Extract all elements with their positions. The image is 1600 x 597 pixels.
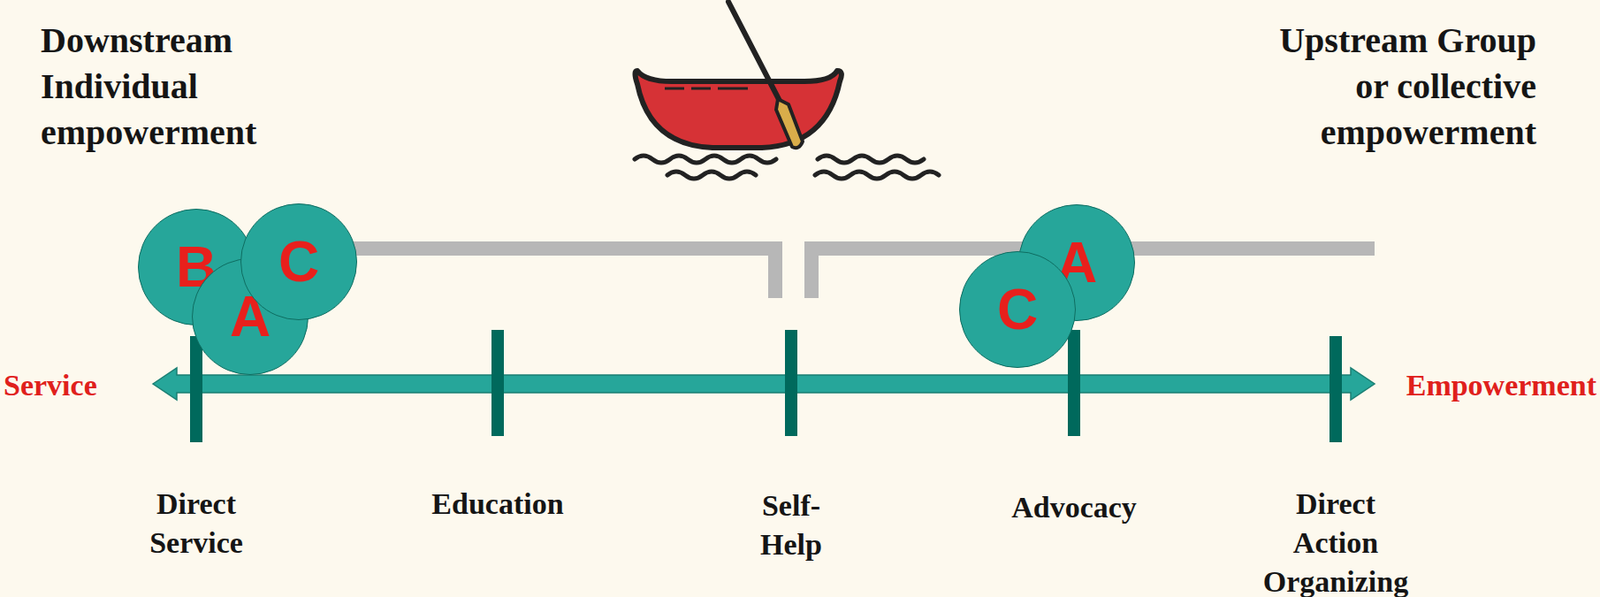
corner-heading: Downstream Individual empowerment bbox=[40, 17, 289, 156]
corner-heading: Upstream Group or collective empowerment bbox=[1257, 17, 1537, 156]
axis-tick-label: Self-Help bbox=[742, 486, 840, 564]
circle-letter: C bbox=[997, 281, 1038, 338]
axis-tick-label: Advocacy bbox=[994, 487, 1154, 527]
bracket bbox=[305, 248, 1375, 298]
axis-tick-label: Direct Action Organizing bbox=[1256, 484, 1416, 597]
axis-end-label: Empowerment bbox=[1366, 367, 1597, 404]
letter-circle: C bbox=[240, 203, 358, 320]
axis-end-label: Service bbox=[3, 367, 181, 404]
circle-letter: C bbox=[278, 233, 320, 290]
axis-ticks bbox=[190, 329, 1342, 442]
axis-tick-label: Education bbox=[418, 484, 578, 524]
axis-tick-label: Direct Service bbox=[116, 484, 276, 563]
axis-arrow bbox=[152, 367, 1375, 400]
letter-circle: C bbox=[959, 251, 1076, 368]
boat bbox=[634, 1, 939, 179]
